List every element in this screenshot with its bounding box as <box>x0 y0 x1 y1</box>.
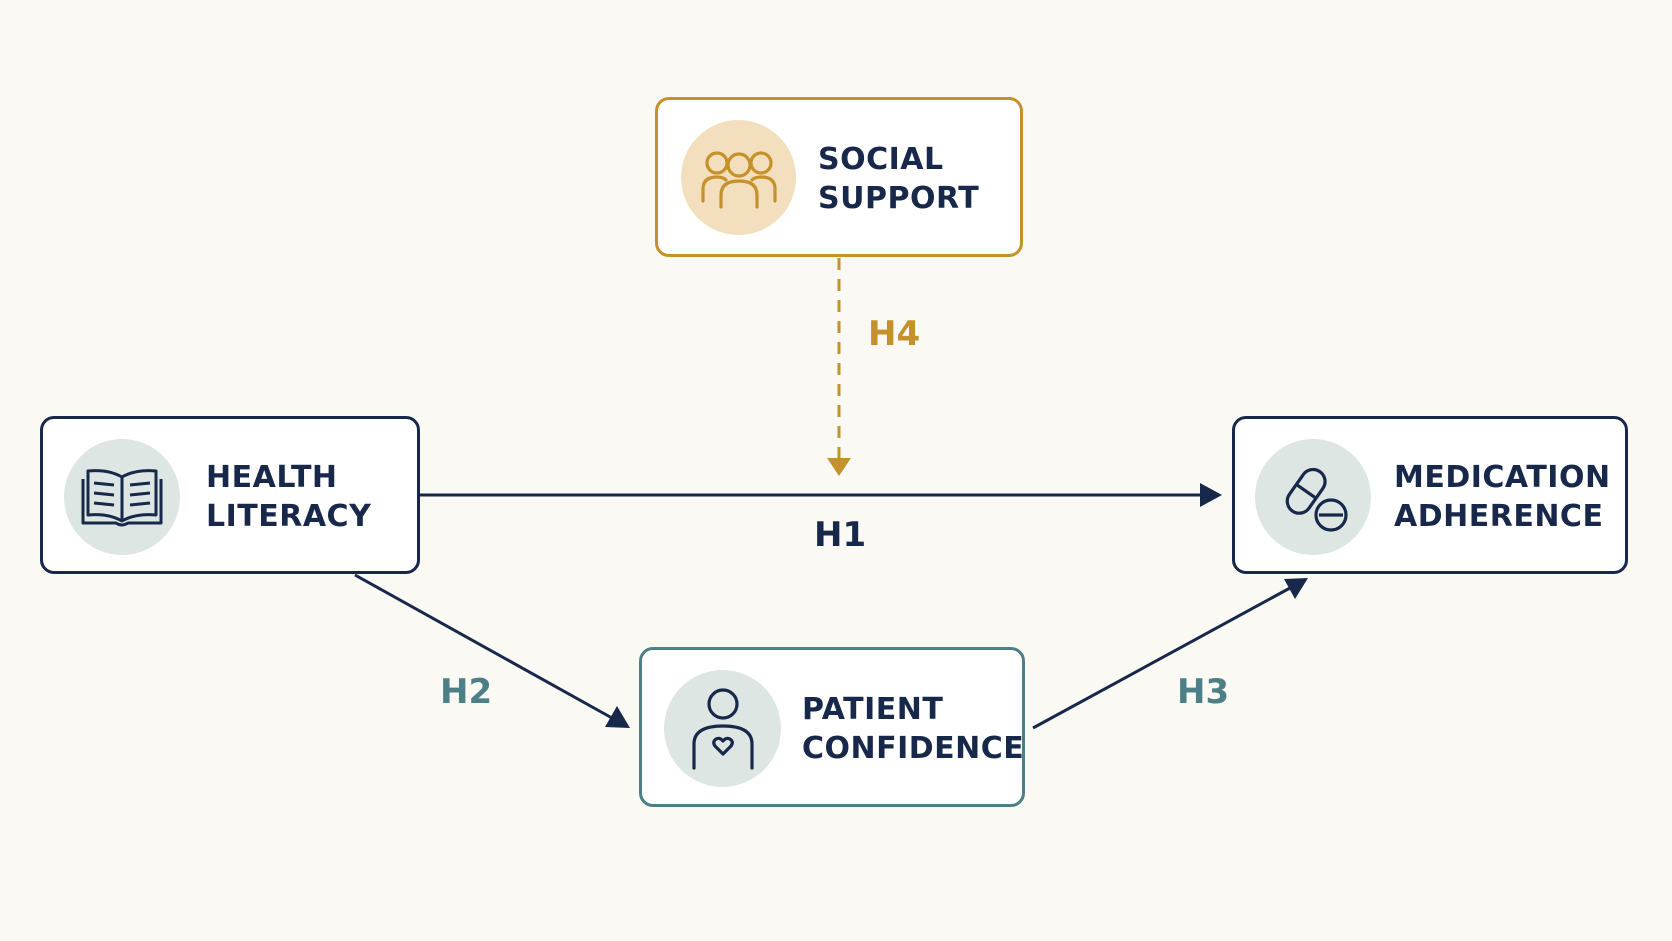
person-heart-icon <box>691 687 754 770</box>
hypothesis-label-h3: H3 <box>1177 672 1230 712</box>
node-label: HEALTH LITERACY <box>206 458 371 536</box>
arrow-h1 <box>420 483 1222 507</box>
hypothesis-label-h1: H1 <box>814 515 867 555</box>
icon-badge <box>681 120 796 235</box>
node-label: SOCIAL SUPPORT <box>818 140 979 218</box>
node-medication-adherence: MEDICATION ADHERENCE <box>1232 416 1628 574</box>
node-label-line1: MEDICATION <box>1394 460 1611 495</box>
icon-badge <box>664 670 781 787</box>
node-label-line1: PATIENT <box>802 692 944 727</box>
node-label-line2: ADHERENCE <box>1394 499 1604 534</box>
icon-badge <box>1255 439 1371 555</box>
icon-badge <box>64 439 180 555</box>
node-patient-confidence: PATIENT CONFIDENCE <box>639 647 1025 807</box>
node-label-line1: HEALTH <box>206 460 338 495</box>
node-label-line2: LITERACY <box>206 499 372 534</box>
node-social-support: SOCIAL SUPPORT <box>655 97 1023 257</box>
node-label-line2: CONFIDENCE <box>802 731 1025 766</box>
node-label-line1: SOCIAL <box>818 142 944 177</box>
node-health-literacy: HEALTH LITERACY <box>40 416 420 574</box>
open-book-icon <box>81 469 163 527</box>
arrow-h2 <box>354 573 630 728</box>
hypothesis-label-h4: H4 <box>868 314 921 354</box>
arrow-h3 <box>1032 578 1308 730</box>
node-label-line2: SUPPORT <box>818 181 980 216</box>
hypothesis-label-h2: H2 <box>440 672 493 712</box>
arrow-h4 <box>827 258 851 476</box>
node-label: MEDICATION ADHERENCE <box>1394 458 1611 536</box>
people-group-icon <box>700 150 777 209</box>
node-label: PATIENT CONFIDENCE <box>802 690 1024 768</box>
pills-icon <box>1285 467 1348 532</box>
